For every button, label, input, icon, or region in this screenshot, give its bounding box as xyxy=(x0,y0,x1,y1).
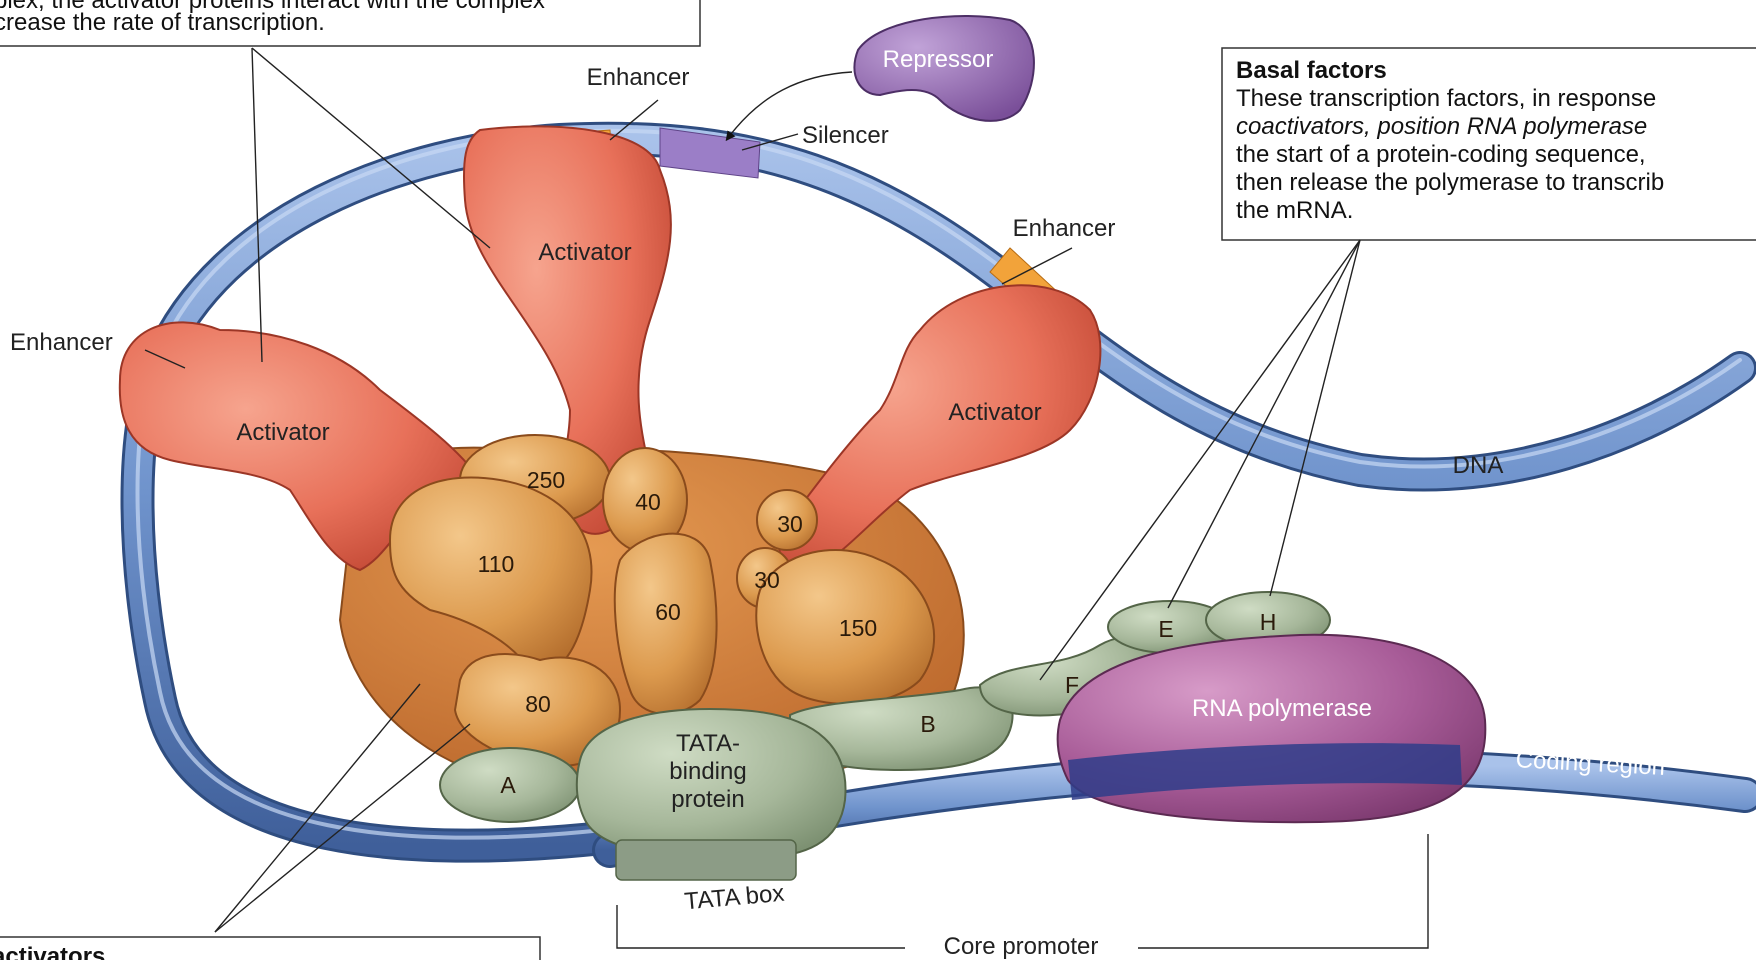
enhancer-left-label: Enhancer xyxy=(10,329,113,356)
top-left-caption: plex, the activator proteins interact wi… xyxy=(0,0,700,46)
subunit-110-label: 110 xyxy=(478,551,515,577)
dna-label: DNA xyxy=(1453,452,1504,479)
tbp-label-line3: protein xyxy=(671,786,744,813)
activator-left-label: Activator xyxy=(236,419,329,446)
subunit-250-label: 250 xyxy=(527,467,565,493)
basal-factor-h-label: H xyxy=(1260,609,1277,635)
rna-polymerase-label: RNA polymerase xyxy=(1192,695,1372,722)
subunit-30b-label: 30 xyxy=(754,567,780,593)
basal-caption-line4: then release the polymerase to transcrib xyxy=(1236,169,1664,196)
basal-caption-line5: the mRNA. xyxy=(1236,197,1353,224)
enhancer-top-label: Enhancer xyxy=(587,64,690,91)
tata-box-label: TATA box xyxy=(683,880,785,916)
basal-factor-e-label: E xyxy=(1158,616,1173,642)
subunit-60-label: 60 xyxy=(655,599,681,625)
subunit-80-label: 80 xyxy=(525,691,551,717)
activator-right-label: Activator xyxy=(948,399,1041,426)
subunit-40-label: 40 xyxy=(635,489,661,515)
repressor-label: Repressor xyxy=(883,46,994,73)
basal-factors-caption: Basal factors These transcription factor… xyxy=(1222,48,1756,240)
coactivators-caption-title: activators xyxy=(0,943,105,960)
tbp-label-line1: TATA- xyxy=(676,730,740,757)
basal-caption-line2: coactivators, position RNA polymerase xyxy=(1236,113,1647,140)
activator-right xyxy=(780,285,1101,570)
tata-box-block xyxy=(616,840,796,880)
basal-caption-line3: the start of a protein-coding sequence, xyxy=(1236,141,1646,168)
subunit-30a-label: 30 xyxy=(777,511,803,537)
silencer-label: Silencer xyxy=(802,122,889,149)
subunit-150-label: 150 xyxy=(839,615,877,641)
top-left-caption-line2: crease the rate of transcription. xyxy=(0,9,325,36)
tbp-label-line2: binding xyxy=(669,758,746,785)
basal-factors-title: Basal factors xyxy=(1236,57,1387,84)
core-promoter-label: Core promoter xyxy=(944,933,1099,960)
activator-center-label: Activator xyxy=(538,239,631,266)
basal-factor-b-label: B xyxy=(920,711,935,737)
basal-factor-a-label: A xyxy=(500,772,516,798)
basal-caption-line1: These transcription factors, in response xyxy=(1236,85,1656,112)
coactivators-caption: activators xyxy=(0,937,540,960)
basal-factor-f-label: F xyxy=(1065,672,1079,698)
enhancer-right-label: Enhancer xyxy=(1013,215,1116,242)
